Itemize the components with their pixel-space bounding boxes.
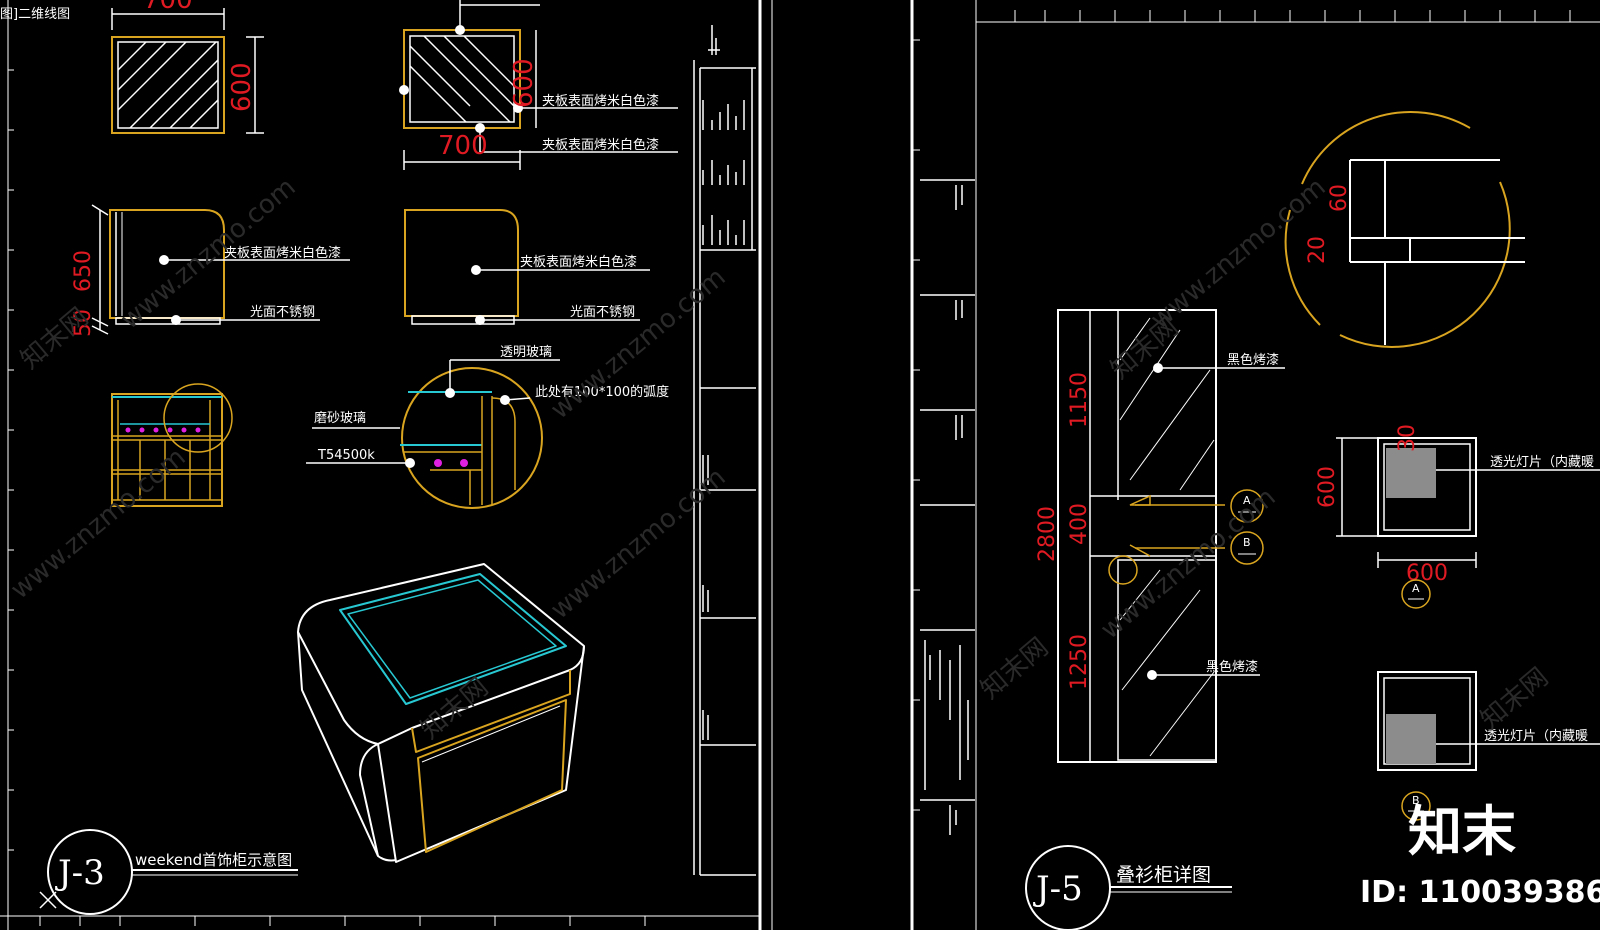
dim-600-vertical: 600 xyxy=(1315,466,1340,508)
bubble-j3-label: J-3 xyxy=(55,853,105,893)
marker-b2-label: B xyxy=(1412,794,1420,807)
marker-a-label: A xyxy=(1243,494,1251,507)
side-elevation-left xyxy=(91,204,350,335)
label-plywood-white-3: 夹板表面烤米白色漆 xyxy=(224,245,341,261)
section-a-box xyxy=(1336,437,1600,568)
watermark-text: www.znzmo.com xyxy=(1095,482,1281,645)
plan-view-top-left xyxy=(111,8,264,134)
plan-view-top-right xyxy=(399,0,678,170)
dim-side-650: 650 xyxy=(71,250,96,292)
dim-600-horizontal: 600 xyxy=(1406,561,1448,586)
dim-top-width: 700 xyxy=(143,0,193,15)
section-marker-b: B xyxy=(1230,531,1264,565)
dim-20: 20 xyxy=(1305,236,1330,264)
label-steel-2: 光面不锈钢 xyxy=(570,305,635,320)
dim-top-height: 600 xyxy=(227,62,257,112)
section-view-small xyxy=(111,383,233,507)
dim-top-right-width: 700 xyxy=(438,131,488,161)
brand-logo: 知末 xyxy=(1408,800,1516,863)
label-steel-1: 光面不锈钢 xyxy=(250,305,315,320)
watermark-text: www.znzmo.com xyxy=(545,262,731,425)
label-black-paint-1: 黑色烤漆 xyxy=(1227,352,1279,368)
label-lamp: T54500k xyxy=(317,448,375,463)
watermark-cn: 知末网 xyxy=(1105,312,1184,385)
watermark-text: www.znzmo.com xyxy=(5,442,191,605)
tall-cabinet-elevation xyxy=(1057,309,1285,763)
dim-30: 30 xyxy=(1395,424,1420,452)
dim-side-50: 50 xyxy=(71,309,96,337)
label-light-panel-2: 透光灯片（内藏暖 xyxy=(1484,728,1588,744)
brand-id: ID: 1100393869 xyxy=(1360,875,1600,910)
label-frosted-glass: 磨砂玻璃 xyxy=(314,411,366,426)
section-b-box xyxy=(1377,671,1600,771)
label-plywood-white-2: 夹板表面烤米白色漆 xyxy=(542,137,659,153)
watermark-cn: 知末网 xyxy=(15,302,94,375)
label-plywood-white-4: 夹板表面烤米白色漆 xyxy=(520,254,637,270)
section-marker-b2: B xyxy=(1401,791,1431,821)
side-elevation-right xyxy=(404,209,650,325)
dim-top-right-height: 600 xyxy=(509,58,539,108)
detail-circle-top-right xyxy=(1284,111,1525,348)
elevation-strip-left xyxy=(693,25,756,876)
corner-label: 图]二维线图 xyxy=(0,7,70,22)
section-marker-a2: A xyxy=(1401,579,1431,609)
label-black-paint-2: 黑色烤漆 xyxy=(1206,659,1258,675)
elevation-strip-right xyxy=(920,179,975,835)
watermark-cn: 知末网 xyxy=(975,632,1054,705)
bubble-j5-label: J-5 xyxy=(1033,869,1083,909)
dim-2800: 2800 xyxy=(1035,506,1060,562)
watermark-text: www.znzmo.com xyxy=(1145,172,1331,335)
dim-60: 60 xyxy=(1327,184,1352,212)
bubble-j3: J-3 xyxy=(39,829,298,915)
title-j3: weekend首饰柜示意图 xyxy=(135,851,292,869)
label-plywood-white-1: 夹板表面烤米白色漆 xyxy=(542,93,659,109)
isometric-cabinet xyxy=(297,563,585,863)
label-arc-note: 此处有100*100的弧度 xyxy=(535,384,669,400)
detail-circle-glass xyxy=(306,359,560,509)
dim-1250: 1250 xyxy=(1067,634,1092,690)
label-light-panel-1: 透光灯片（内藏暖 xyxy=(1490,454,1594,470)
watermark-cn: 知末网 xyxy=(1475,662,1554,735)
title-j5: 叠衫柜详图 xyxy=(1116,864,1211,886)
dim-1150: 1150 xyxy=(1067,372,1092,428)
bubble-j5: J-5 xyxy=(1025,845,1232,930)
marker-a2-label: A xyxy=(1412,582,1420,595)
marker-b-label: B xyxy=(1243,536,1251,549)
section-marker-a: A xyxy=(1230,489,1264,523)
watermark-cn: 知末网 xyxy=(415,672,494,745)
label-clear-glass: 透明玻璃 xyxy=(500,345,552,360)
dim-400: 400 xyxy=(1067,503,1092,545)
